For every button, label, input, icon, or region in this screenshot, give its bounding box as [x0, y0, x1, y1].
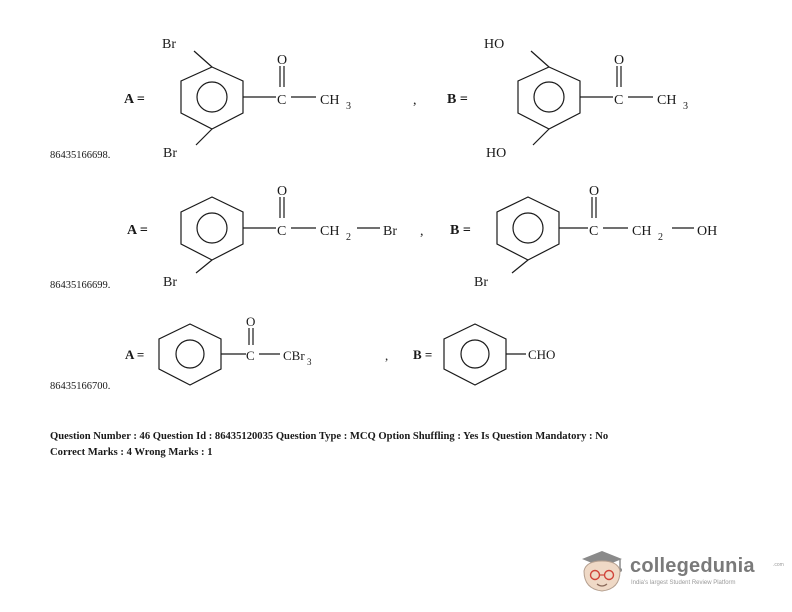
aromatic-circle	[175, 339, 205, 369]
subscript: 3	[683, 101, 688, 112]
carbon-label: C	[277, 93, 286, 108]
group-label: CH	[320, 93, 339, 108]
option-id: 86435166700.	[50, 381, 111, 392]
group-label: CHO	[528, 347, 555, 362]
oxygen-label: O	[277, 184, 287, 199]
group-label: Br	[383, 224, 397, 239]
oxygen-label: O	[277, 53, 287, 68]
aromatic-circle	[196, 212, 228, 244]
group-label: CH	[632, 224, 651, 239]
substituent-label: Br	[474, 275, 488, 290]
label-a: A =	[127, 223, 148, 238]
aromatic-circle	[512, 212, 544, 244]
brand-tld: .com	[773, 562, 784, 568]
separator: ,	[413, 93, 417, 108]
carbon-label: C	[614, 93, 623, 108]
benzene-ring	[180, 196, 244, 261]
benzene-ring	[158, 323, 222, 386]
group-label: CH	[320, 224, 339, 239]
brand-tagline: India's largest Student Review Platform	[631, 580, 736, 586]
separator: ,	[385, 348, 388, 363]
carbon-label: C	[246, 348, 255, 363]
label-b: B =	[413, 347, 432, 362]
option-id: 86435166699.	[50, 280, 111, 291]
aromatic-circle	[196, 81, 228, 113]
oxygen-label: O	[589, 184, 599, 199]
separator: ,	[420, 224, 424, 239]
substituent-label: Br	[162, 37, 176, 52]
subscript: 3	[307, 357, 312, 367]
graduate-mascot-icon	[582, 551, 622, 592]
label-a: A =	[125, 347, 144, 362]
substituent-label: Br	[163, 275, 177, 290]
aromatic-circle	[533, 81, 565, 113]
group-label: CH	[657, 93, 676, 108]
carbon-label: C	[277, 224, 286, 239]
subscript: 2	[658, 232, 663, 243]
benzene-ring	[180, 66, 244, 130]
question-meta-line: Question Number : 46 Question Id : 86435…	[50, 431, 609, 442]
group-label: OH	[697, 224, 717, 239]
brand-name: collegedunia	[630, 555, 755, 577]
substituent-label: HO	[484, 37, 504, 52]
carbon-label: C	[589, 224, 598, 239]
substituent-label: HO	[486, 146, 506, 161]
label-a: A =	[124, 92, 145, 107]
benzene-ring	[517, 66, 581, 130]
subscript: 3	[346, 101, 351, 112]
label-b: B =	[450, 223, 471, 238]
benzene-ring	[443, 323, 507, 386]
question-meta-line: Correct Marks : 4 Wrong Marks : 1	[50, 447, 213, 458]
label-b: B =	[447, 92, 468, 107]
benzene-ring	[496, 196, 560, 261]
oxygen-label: O	[246, 314, 255, 329]
substituent-label: Br	[163, 146, 177, 161]
option-id: 86435166698.	[50, 150, 111, 161]
aromatic-circle	[460, 339, 490, 369]
subscript: 2	[346, 232, 351, 243]
oxygen-label: O	[614, 53, 624, 68]
group-label: CBr	[283, 348, 305, 363]
